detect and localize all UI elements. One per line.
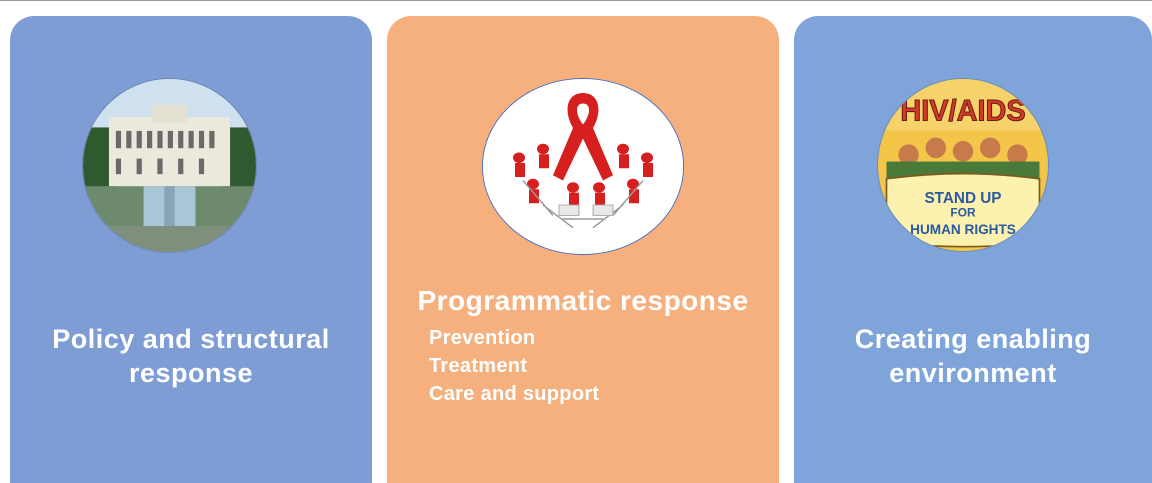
poster-title-text: HIV/AIDS <box>900 95 1025 127</box>
hiv-aids-poster-image: HIV/AIDS STAND UP FOR HUMAN RIGHTS <box>878 79 1048 251</box>
panel-title-programmatic: Programmatic response <box>417 285 749 316</box>
panel-programmatic: Programmatic response Prevention Treatme… <box>387 16 779 483</box>
panel-enabling: HIV/AIDS STAND UP FOR HUMAN RIGHTS Creat… <box>794 16 1152 483</box>
title-line: Policy and structural <box>52 324 330 354</box>
programmatic-items-list: Prevention Treatment Care and support <box>429 324 599 408</box>
panel-title-enabling: Creating enabling environment <box>804 322 1142 390</box>
government-building-image <box>83 79 256 252</box>
title-line: Creating enabling <box>854 324 1092 354</box>
panel-policy: Policy and structural response <box>10 16 372 483</box>
panel-title-policy: Policy and structural response <box>20 322 362 390</box>
red-ribbon-image <box>482 78 684 255</box>
title-line: environment <box>889 358 1057 388</box>
poster-banner-text: FOR <box>950 206 975 220</box>
list-item: Treatment <box>429 355 528 377</box>
list-item: Care and support <box>429 383 600 405</box>
poster-banner-text: STAND UP <box>925 190 1002 207</box>
title-line: response <box>128 358 254 388</box>
poster-banner-text: HUMAN RIGHTS <box>910 222 1016 237</box>
list-item: Prevention <box>429 327 536 349</box>
top-divider-line <box>0 0 1152 1</box>
